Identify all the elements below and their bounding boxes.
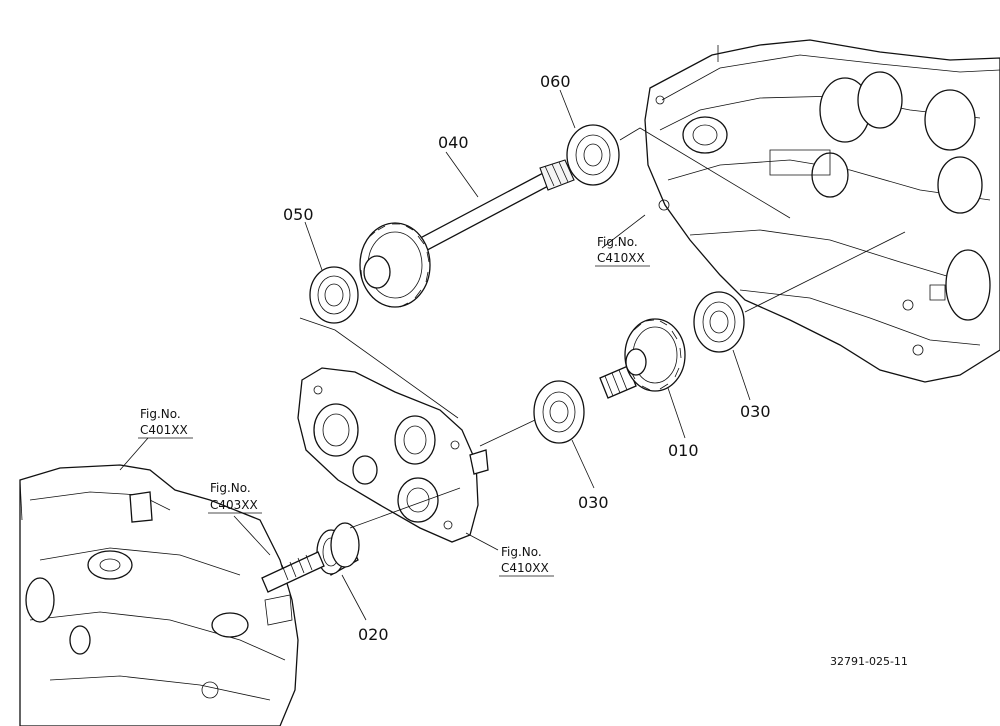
- figure-ref-code: C401XX: [140, 423, 188, 437]
- gear-on-shaft-040: [359, 222, 431, 308]
- figure-ref-label: Fig.No.: [501, 545, 542, 559]
- figure-ref-code: C403XX: [210, 498, 258, 512]
- bearing-060: [566, 124, 620, 186]
- collar-020: [316, 522, 360, 576]
- case-cover-plate: [297, 367, 489, 543]
- label-010: 010: [668, 441, 699, 460]
- transmission-case-left: [19, 464, 299, 726]
- label-030-right: 030: [740, 402, 771, 421]
- figure-ref-c401[interactable]: Fig.No. C401XX: [138, 407, 193, 439]
- figure-ref-c403[interactable]: Fig.No. C403XX: [208, 481, 262, 514]
- figure-ref-code: C410XX: [501, 561, 549, 575]
- figure-ref-c410-top[interactable]: Fig.No. C410XX: [595, 235, 650, 267]
- figure-ref-code: C410XX: [597, 251, 645, 265]
- label-050: 050: [283, 205, 314, 224]
- drawing-code: 32791-025-11: [830, 655, 908, 668]
- bearing-050: [309, 266, 359, 324]
- figure-ref-label: Fig.No.: [597, 235, 638, 249]
- upper-shaft-assembly: [309, 124, 620, 324]
- label-040: 040: [438, 133, 469, 152]
- lower-shaft-assembly: [533, 291, 745, 444]
- figure-ref-c410-bottom[interactable]: Fig.No. C410XX: [499, 545, 554, 577]
- transmission-case-right: [644, 39, 1000, 383]
- assembly-lines: [119, 89, 906, 621]
- figure-ref-label: Fig.No.: [210, 481, 251, 495]
- figure-ref-label: Fig.No.: [140, 407, 181, 421]
- gear-010: [624, 318, 686, 392]
- label-030-left: 030: [578, 493, 609, 512]
- splined-shaft-c403: [261, 551, 325, 593]
- bearing-030-left: [533, 380, 585, 444]
- label-060: 060: [540, 72, 571, 91]
- label-020: 020: [358, 625, 389, 644]
- bearing-030-right: [693, 291, 745, 353]
